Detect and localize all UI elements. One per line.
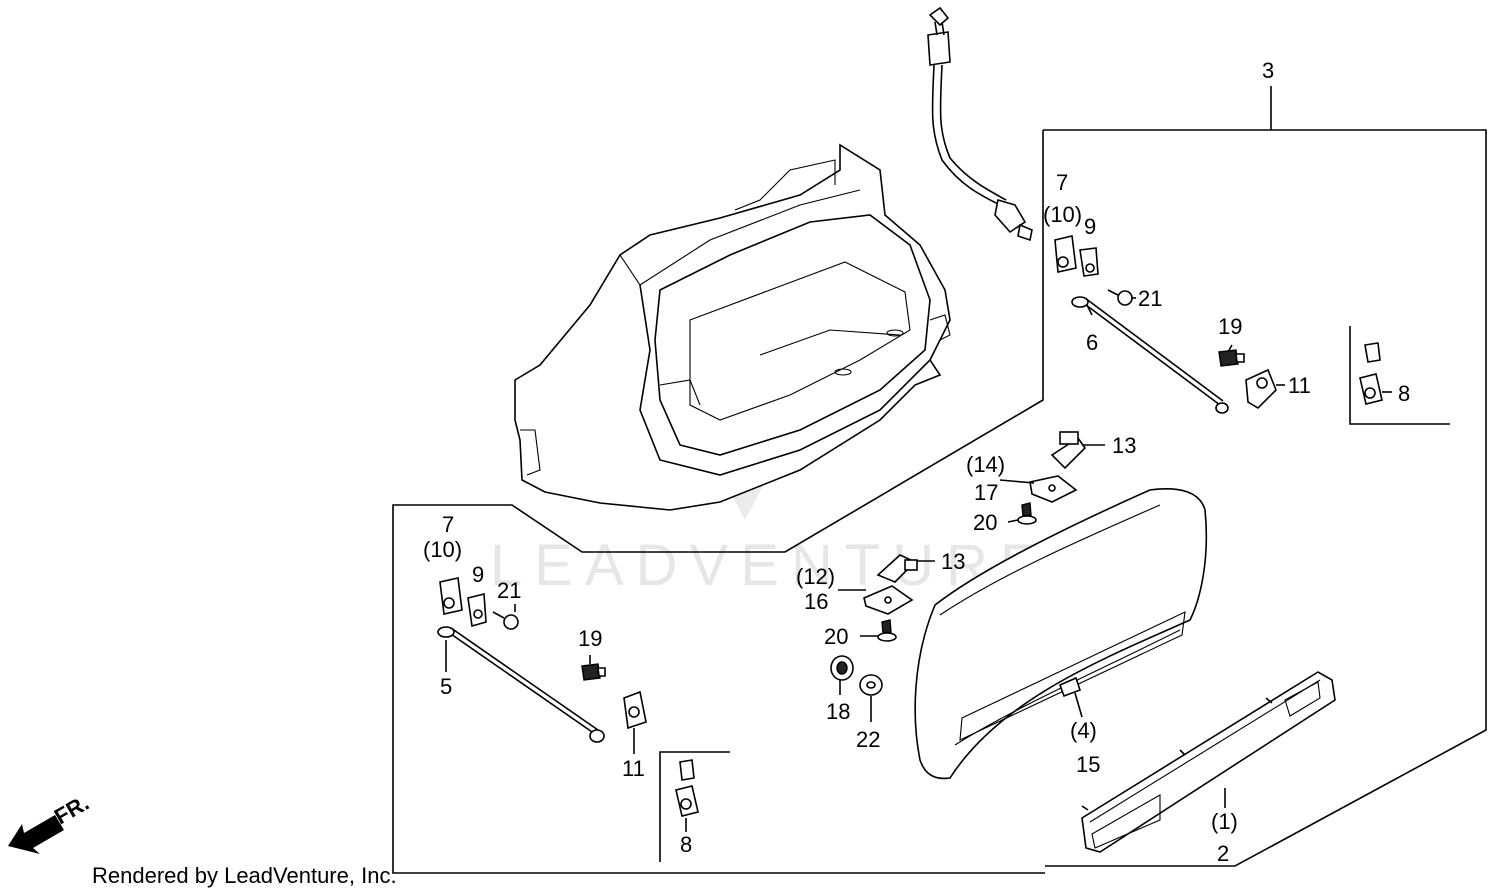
callout-13-mid: 13 <box>941 549 965 574</box>
callout-8-right: 8 <box>1398 381 1410 406</box>
callout-18: 18 <box>826 699 850 724</box>
callout-4: (4) <box>1070 718 1097 743</box>
part-9-left <box>467 592 487 628</box>
part-11-right-bracket <box>1245 368 1277 410</box>
cable-assembly <box>927 6 1033 242</box>
part-7-10-right <box>1054 235 1077 273</box>
part-20-mid-bolt <box>877 619 897 642</box>
leader-lines <box>445 297 1392 832</box>
part-7-10-left <box>439 577 463 615</box>
callout-6: 6 <box>1086 330 1098 355</box>
callouts: 3 7 (10) 9 21 6 19 11 8 13 (14) 17 20 7 … <box>423 58 1410 866</box>
part-22-washer <box>859 674 883 696</box>
callout-19-left: 19 <box>578 626 602 651</box>
callout-22: 22 <box>856 727 880 752</box>
callout-9-left: 9 <box>472 562 484 587</box>
part-19-left-grommet <box>581 663 606 681</box>
part-9-right <box>1079 247 1099 277</box>
part-5-rod <box>437 626 605 743</box>
part-16-plate <box>863 585 914 615</box>
callout-20-mid: 20 <box>824 624 848 649</box>
part-19-right-grommet <box>1218 349 1245 367</box>
part-13-mid-latch <box>876 554 918 583</box>
callout-9-top: 9 <box>1084 214 1096 239</box>
callout-21-top: 21 <box>1138 286 1162 311</box>
front-direction-marker: FR. <box>8 790 93 854</box>
callout-21-left: 21 <box>497 578 521 603</box>
callout-5: 5 <box>440 674 452 699</box>
front-arrow-icon <box>8 815 64 854</box>
trunk-lid <box>914 488 1208 780</box>
reflector <box>1081 671 1336 853</box>
callout-7-left: 7 <box>442 512 454 537</box>
detail-box-8-left <box>659 751 730 862</box>
part-17-plate <box>1029 475 1078 503</box>
detail-box-8-right <box>1349 326 1450 425</box>
part-6-rod <box>1071 296 1229 414</box>
footer-credit: Rendered by LeadVenture, Inc. <box>92 863 397 888</box>
callout-15: 15 <box>1076 752 1100 777</box>
callout-14: (14) <box>966 452 1005 477</box>
callout-11-right: 11 <box>1288 373 1311 398</box>
callout-13-top: 13 <box>1112 433 1136 458</box>
callout-1: (1) <box>1211 809 1238 834</box>
callout-19-right: 19 <box>1218 314 1242 339</box>
callout-10-left: (10) <box>423 537 462 562</box>
callout-11-left: 11 <box>622 756 645 781</box>
callout-3: 3 <box>1262 58 1274 83</box>
trunk-body <box>514 143 951 511</box>
part-13-top-latch <box>1050 431 1087 470</box>
part-21-right-screw <box>1107 289 1133 306</box>
part-20-top-bolt <box>1017 502 1037 525</box>
callout-16: 16 <box>804 589 828 614</box>
callout-17: 17 <box>974 480 998 505</box>
callout-8-left: 8 <box>680 832 692 857</box>
callout-2: 2 <box>1217 841 1229 866</box>
callout-10-top: (10) <box>1043 202 1082 227</box>
part-21-left-screw <box>492 611 519 630</box>
assembly-boundary-3 <box>392 86 1487 874</box>
part-11-left-bracket <box>623 690 647 730</box>
callout-7-top: 7 <box>1056 170 1068 195</box>
part-18-grommet <box>830 655 854 681</box>
callout-20-top: 20 <box>973 510 997 535</box>
watermark-text: LEADVENTURE <box>490 533 1051 598</box>
callout-12: (12) <box>796 564 835 589</box>
